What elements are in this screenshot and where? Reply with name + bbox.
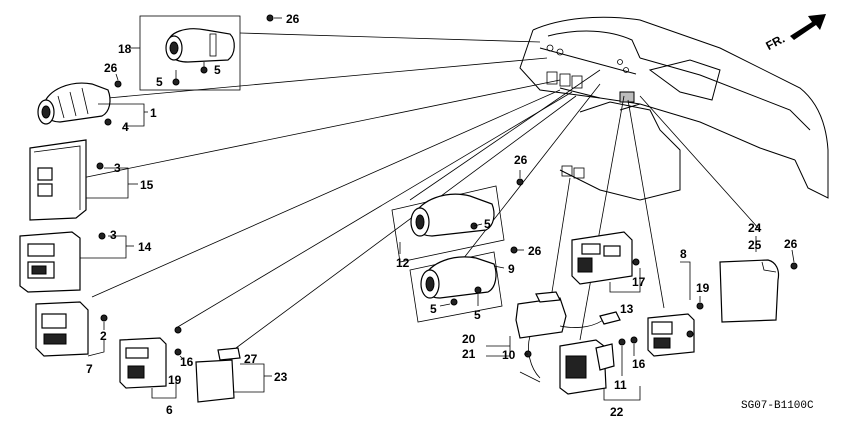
callout-26-right: 26 [784, 237, 798, 251]
part-13-switch [571, 231, 640, 285]
callout-10: 10 [502, 348, 516, 362]
callout-19-left: 19 [168, 373, 182, 387]
callout-18: 18 [118, 42, 132, 56]
part-8-switch [647, 302, 704, 357]
front-label: FR. [763, 32, 787, 53]
part-15-switch-panel [29, 139, 104, 221]
part-7-switch [35, 301, 108, 357]
callout-13: 13 [620, 302, 634, 316]
diagram-code: SG07-B1100C [741, 400, 814, 412]
callout-5-d: 5 [430, 302, 437, 316]
part-6-switch [119, 326, 182, 389]
callout-2: 2 [100, 329, 107, 343]
callout-3-b: 3 [110, 228, 117, 242]
callout-1: 1 [150, 106, 157, 120]
callout-21: 21 [462, 347, 476, 361]
part-23-switch [195, 347, 241, 403]
callout-5-a: 5 [156, 75, 163, 89]
leader-lines [81, 32, 761, 349]
callout-5-c: 5 [484, 217, 491, 231]
front-arrow-icon [790, 14, 826, 40]
callout-24: 24 [748, 221, 762, 235]
callout-6: 6 [166, 403, 173, 417]
part-20-switch-with-harness [515, 291, 621, 383]
callout-16-left: 16 [180, 355, 194, 369]
callout-5-b: 5 [214, 63, 221, 77]
callout-20: 20 [462, 332, 476, 346]
part-25-cover [719, 259, 798, 323]
part-1-cigar-lighter [37, 82, 112, 126]
callout-14: 14 [138, 240, 152, 254]
callout-brackets [80, 17, 795, 401]
front-direction-indicator: FR. [763, 14, 826, 53]
part-9-lighter-assembly [409, 251, 503, 323]
callout-11: 11 [614, 378, 627, 392]
screws [114, 14, 524, 254]
callout-23: 23 [274, 370, 288, 384]
callout-5-e: 5 [474, 308, 481, 322]
callout-26-left: 26 [104, 61, 118, 75]
part-12-lighter-assembly [391, 185, 505, 263]
callout-4: 4 [122, 120, 129, 134]
callout-27: 27 [244, 352, 258, 366]
callout-16-right: 16 [632, 357, 646, 371]
part-14-switch [19, 231, 106, 293]
callout-26-top: 26 [286, 12, 300, 26]
callout-8: 8 [680, 247, 687, 261]
callout-9: 9 [508, 262, 515, 276]
part-18-lighter-assembly [139, 15, 241, 91]
callout-15: 15 [140, 178, 154, 192]
callout-labels: 18 26 5 5 26 1 4 3 15 3 14 2 7 16 19 6 2… [86, 12, 798, 419]
callout-19-right: 19 [696, 281, 710, 295]
callout-25: 25 [748, 238, 762, 252]
callout-26-mid-b: 26 [528, 244, 542, 258]
part-22-switch [559, 336, 638, 395]
callout-7: 7 [86, 362, 93, 376]
callout-12: 12 [396, 256, 410, 270]
callout-17: 17 [632, 275, 646, 289]
callout-22: 22 [610, 405, 624, 419]
callout-26-mid-a: 26 [514, 153, 528, 167]
callout-3-a: 3 [114, 161, 121, 175]
